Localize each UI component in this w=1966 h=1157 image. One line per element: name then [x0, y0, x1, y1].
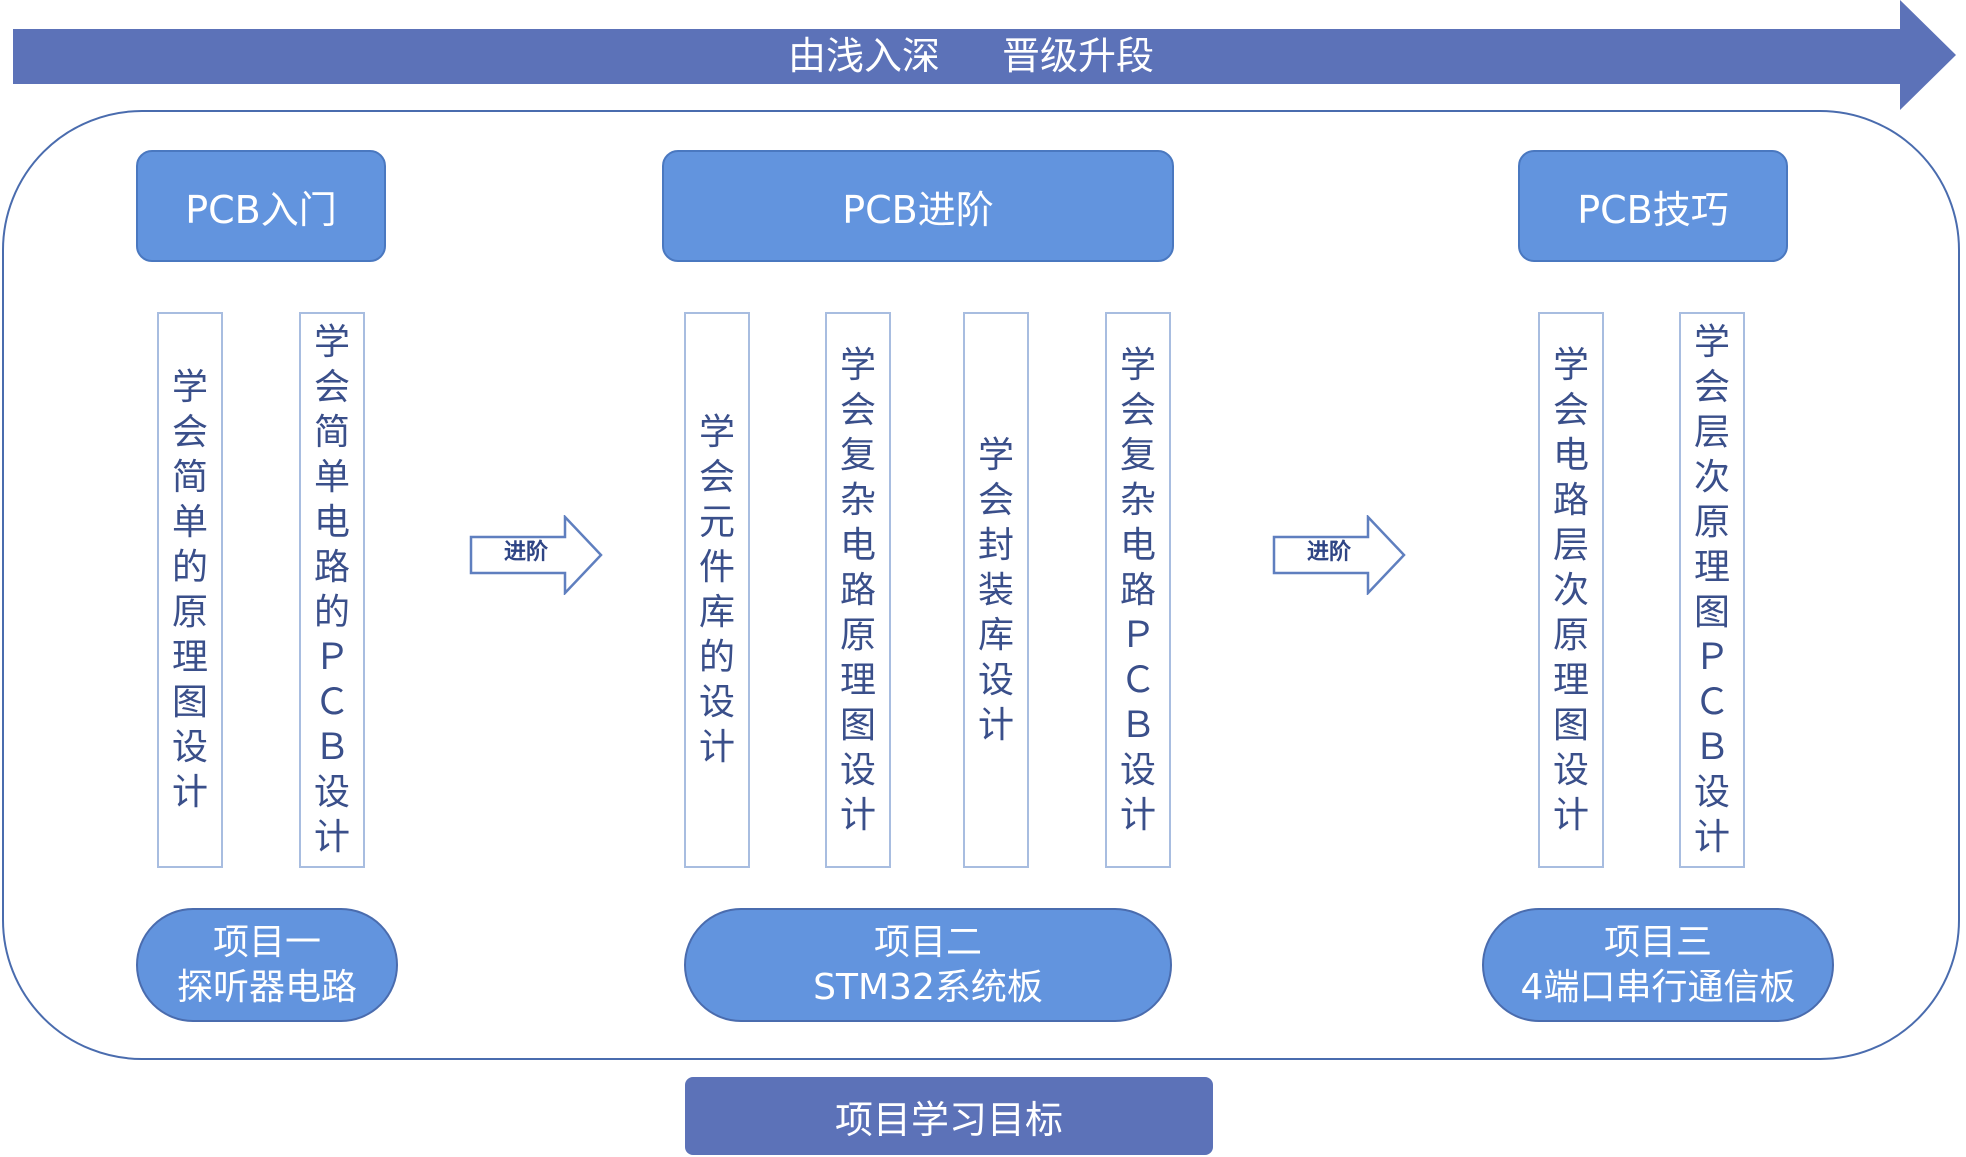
banner-phrase-1: 由浅入深	[788, 34, 941, 78]
skill-column: 学会元件库的设计	[684, 312, 750, 868]
skill-column: 学会封装库设计	[963, 312, 1029, 868]
skill-column: 学会简单电路的ＰＣＢ设计	[299, 312, 365, 868]
project-name: STM32系统板	[813, 967, 1043, 1008]
skill-column: 学会层次原理图ＰＣＢ设计	[1679, 312, 1745, 868]
skill-label: 学会层次原理图ＰＣＢ设计	[1693, 322, 1730, 858]
skill-label: 学会电路层次原理图设计	[1552, 344, 1589, 836]
stage-header-3: PCB技巧	[1518, 150, 1788, 262]
skill-label: 学会元件库的设计	[698, 412, 735, 768]
skill-label: 学会复杂电路原理图设计	[839, 344, 876, 836]
learning-goal-label: 项目学习目标	[834, 1097, 1063, 1142]
project-label: 项目二	[873, 922, 982, 963]
advance-arrow-2	[1272, 515, 1406, 595]
stage-title-2: PCB进阶	[842, 187, 994, 232]
stage-title-1: PCB入门	[185, 187, 337, 232]
advance-arrow-1	[469, 515, 603, 595]
banner-phrase-2: 晋级升段	[1002, 34, 1155, 78]
skill-label: 学会简单的原理图设计	[171, 367, 208, 813]
skill-column: 学会电路层次原理图设计	[1538, 312, 1604, 868]
skill-column: 学会复杂电路原理图设计	[825, 312, 891, 868]
project-label: 项目三	[1603, 922, 1712, 963]
stage-header-2: PCB进阶	[662, 150, 1174, 262]
skill-label: 学会封装库设计	[977, 434, 1014, 746]
stage-title-3: PCB技巧	[1577, 187, 1729, 232]
stage-header-1: PCB入门	[136, 150, 386, 262]
project-label: 项目一	[212, 922, 321, 963]
skill-column: 学会简单的原理图设计	[157, 312, 223, 868]
top-banner-arrow	[13, 0, 1956, 110]
advance-label-2: 进阶	[1306, 540, 1351, 565]
skill-label: 学会复杂电路ＰＣＢ设计	[1119, 344, 1156, 836]
skill-label: 学会简单电路的ＰＣＢ设计	[313, 322, 350, 858]
outer-frame	[2, 110, 1960, 1060]
project-pill-2: 项目二 STM32系统板	[684, 908, 1172, 1022]
advance-label-1: 进阶	[503, 540, 548, 565]
skill-column: 学会复杂电路ＰＣＢ设计	[1105, 312, 1171, 868]
project-pill-1: 项目一 探听器电路	[136, 908, 398, 1022]
project-name: 探听器电路	[176, 967, 357, 1008]
project-name: 4端口串行通信板	[1520, 967, 1796, 1008]
learning-goal-box: 项目学习目标	[685, 1077, 1213, 1155]
project-pill-3: 项目三 4端口串行通信板	[1482, 908, 1834, 1022]
